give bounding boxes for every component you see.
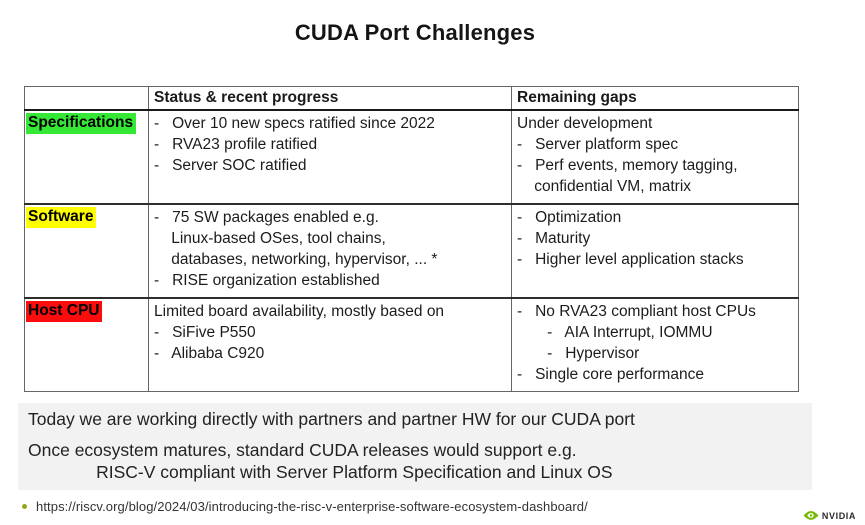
cell-line: Linux-based OSes, tool chains, — [154, 230, 386, 247]
status-cell: - Over 10 new specs ratified since 2022 -… — [148, 109, 512, 205]
notes-block: Today we are working directly with partn… — [18, 403, 812, 490]
note-paragraph: Today we are working directly with partn… — [28, 408, 812, 430]
cell-line: - AIA Interrupt, IOMMU — [517, 324, 713, 341]
table-body: Specifications - Over 10 new specs ratifi… — [24, 109, 799, 392]
cell-line: - Alibaba C920 — [154, 345, 265, 362]
cell-line: - RISE organization established — [154, 272, 380, 289]
source-url-link[interactable]: https://riscv.org/blog/2024/03/introduci… — [36, 499, 588, 514]
nvidia-logo: NVIDIA — [803, 510, 856, 521]
cell-line: - SiFive P550 — [154, 324, 256, 341]
gaps-cell: Under development - Server platform spec -… — [511, 109, 799, 205]
note-paragraph: Once ecosystem matures, standard CUDA re… — [28, 439, 812, 483]
cell-line: - 75 SW packages enabled e.g. — [154, 209, 379, 226]
page-title: CUDA Port Challenges — [294, 20, 536, 45]
status-cell: - 75 SW packages enabled e.g. Linux-base… — [148, 203, 512, 299]
header-cell-gaps: Remaining gaps — [511, 86, 799, 111]
table-row: Specifications - Over 10 new specs ratifi… — [24, 109, 799, 205]
cell-line: confidential VM, matrix — [517, 178, 692, 195]
gaps-cell: - No RVA23 compliant host CPUs - AIA Int… — [511, 297, 799, 392]
row-label: Host CPU — [26, 301, 103, 322]
row-label-cell: Software — [24, 203, 149, 299]
cell-line: - Server SOC ratified — [154, 157, 307, 174]
cell-line: - Hypervisor — [517, 345, 640, 362]
table-row: Host CPU Limited board availability, most… — [24, 297, 799, 392]
cell-line: Under development — [517, 115, 653, 132]
note-line: RISC-V compliant with Server Platform Sp… — [28, 462, 613, 482]
row-label: Specifications — [26, 113, 137, 134]
status-cell: Limited board availability, mostly based… — [148, 297, 512, 392]
header-cell-status: Status & recent progress — [148, 86, 512, 111]
gaps-cell: - Optimization - Maturity - Higher level a… — [511, 203, 799, 299]
cell-line: - Higher level application stacks — [517, 251, 744, 268]
nvidia-logo-text: NVIDIA — [821, 510, 856, 521]
table-row: Software - 75 SW packages enabled e.g. Li… — [24, 203, 799, 299]
cell-line: - Single core performance — [517, 366, 704, 383]
table-header-row: Status & recent progress Remaining gaps — [24, 86, 799, 111]
row-label-cell: Host CPU — [24, 297, 149, 392]
slide-header: CUDA Port Challenges — [0, 20, 830, 46]
header-cell-empty — [24, 86, 149, 111]
note-line: Today we are working directly with partn… — [28, 409, 635, 429]
cell-line: - Optimization — [517, 209, 622, 226]
cell-line: databases, networking, hypervisor, ... * — [154, 251, 438, 268]
footnote: https://riscv.org/blog/2024/03/introduci… — [22, 499, 865, 514]
challenges-table: Status & recent progress Remaining gaps … — [24, 86, 799, 392]
cell-line: - No RVA23 compliant host CPUs — [517, 303, 756, 320]
cell-line: - Server platform spec — [517, 136, 679, 153]
note-line: Once ecosystem matures, standard CUDA re… — [28, 440, 577, 460]
cell-line: - Maturity — [517, 230, 591, 247]
nvidia-logo-icon — [803, 511, 819, 520]
cell-line: Limited board availability, mostly based… — [154, 303, 445, 320]
cell-line: - Perf events, memory tagging, — [517, 157, 738, 174]
cell-line: - Over 10 new specs ratified since 2022 — [154, 115, 435, 132]
row-label: Software — [26, 207, 97, 228]
row-label-cell: Specifications — [24, 109, 149, 205]
cell-line: - RVA23 profile ratified — [154, 136, 318, 153]
